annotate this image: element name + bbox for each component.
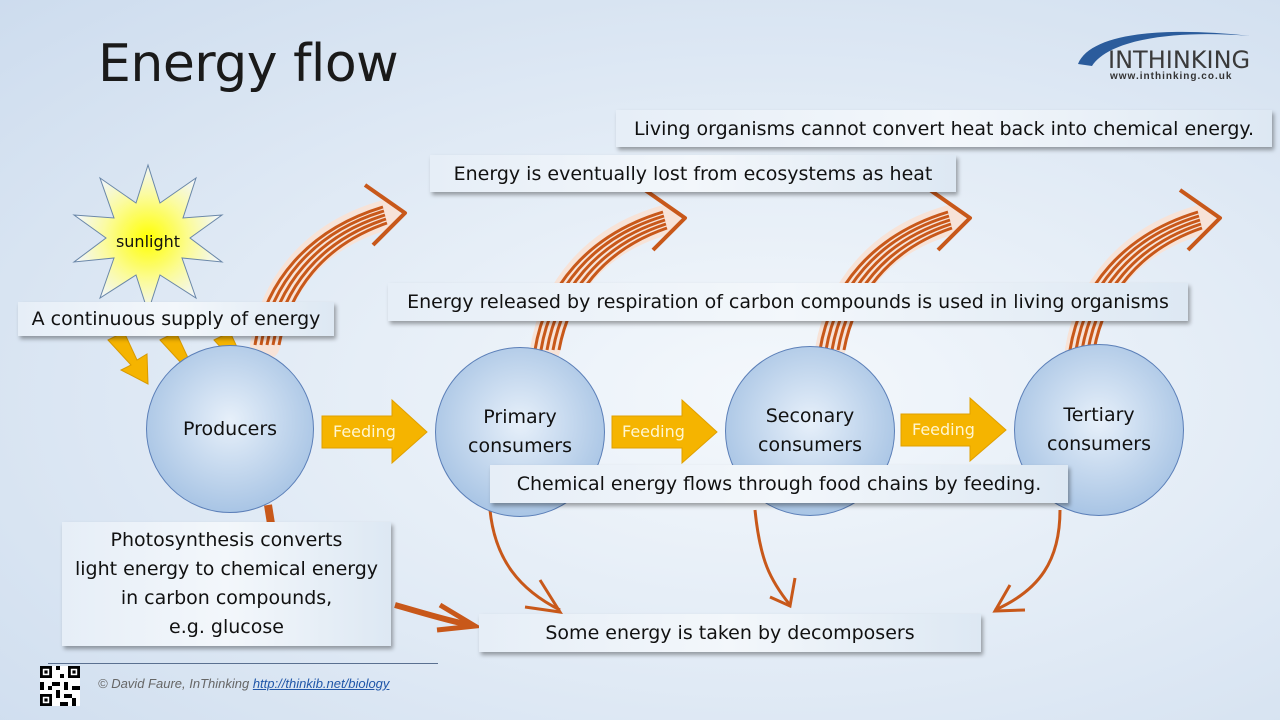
decomposer-arrows: [394, 509, 1062, 633]
footer-credit: © David Faure, InThinking http://thinkib…: [98, 676, 389, 691]
callout-heat-loss: Energy is eventually lost from ecosystem…: [430, 155, 956, 192]
callout-continuous-supply: A continuous supply of energy: [18, 302, 334, 336]
feeding-label-1: Feeding: [333, 422, 396, 441]
logo-swoosh-icon: [1078, 31, 1250, 66]
callout-food-chain: Chemical energy flows through food chain…: [490, 465, 1068, 503]
logo-url: www.inthinking.co.uk: [1110, 71, 1233, 82]
feeding-arrow-2: [611, 398, 718, 465]
inthinking-logo[interactable]: INTHINKING www.inthinking.co.uk: [1070, 24, 1270, 84]
slide-title: Energy flow: [98, 34, 399, 94]
callout-decomposers: Some energy is taken by decomposers: [479, 614, 981, 652]
footer-divider: [48, 663, 438, 664]
feeding-label-2: Feeding: [622, 422, 685, 441]
heat-loss-arrow-secondary: [820, 190, 970, 350]
node-secondary-label-2: consumers: [758, 434, 862, 456]
photosynthesis-line-1: Photosynthesis converts: [110, 529, 343, 551]
node-secondary-label-1: Seconary: [765, 405, 855, 427]
callout-respiration: Energy released by respiration of carbon…: [388, 283, 1188, 321]
node-tertiary-label-2: consumers: [1047, 433, 1151, 455]
node-producers-label: Producers: [182, 417, 278, 440]
photosynthesis-line-3: in carbon compounds,: [120, 587, 333, 609]
heat-loss-arrow-primary: [535, 190, 685, 350]
feeding-arrow-1: [321, 398, 428, 465]
node-primary-label-1: Primary: [483, 406, 557, 428]
node-producers[interactable]: Producers: [146, 345, 314, 513]
callout-photosynthesis: Photosynthesis converts light energy to …: [62, 522, 391, 646]
photosynthesis-line-2: light energy to chemical energy: [74, 558, 379, 580]
callout-no-conversion: Living organisms cannot convert heat bac…: [616, 110, 1272, 147]
logo-text: INTHINKING: [1108, 46, 1251, 74]
feeding-label-3: Feeding: [912, 420, 975, 439]
sunlight-label: sunlight: [115, 231, 181, 251]
qr-code-icon[interactable]: [40, 666, 80, 706]
feeding-arrow-3: [900, 396, 1007, 463]
node-primary-label-2: consumers: [468, 435, 572, 457]
photosynthesis-line-4: e.g. glucose: [169, 616, 284, 638]
footer-link[interactable]: http://thinkib.net/biology: [252, 676, 390, 691]
heat-loss-arrow-tertiary: [1070, 190, 1220, 350]
footer-credit-text: © David Faure, InThinking: [98, 676, 253, 691]
node-tertiary-label-1: Tertiary: [1063, 404, 1135, 426]
